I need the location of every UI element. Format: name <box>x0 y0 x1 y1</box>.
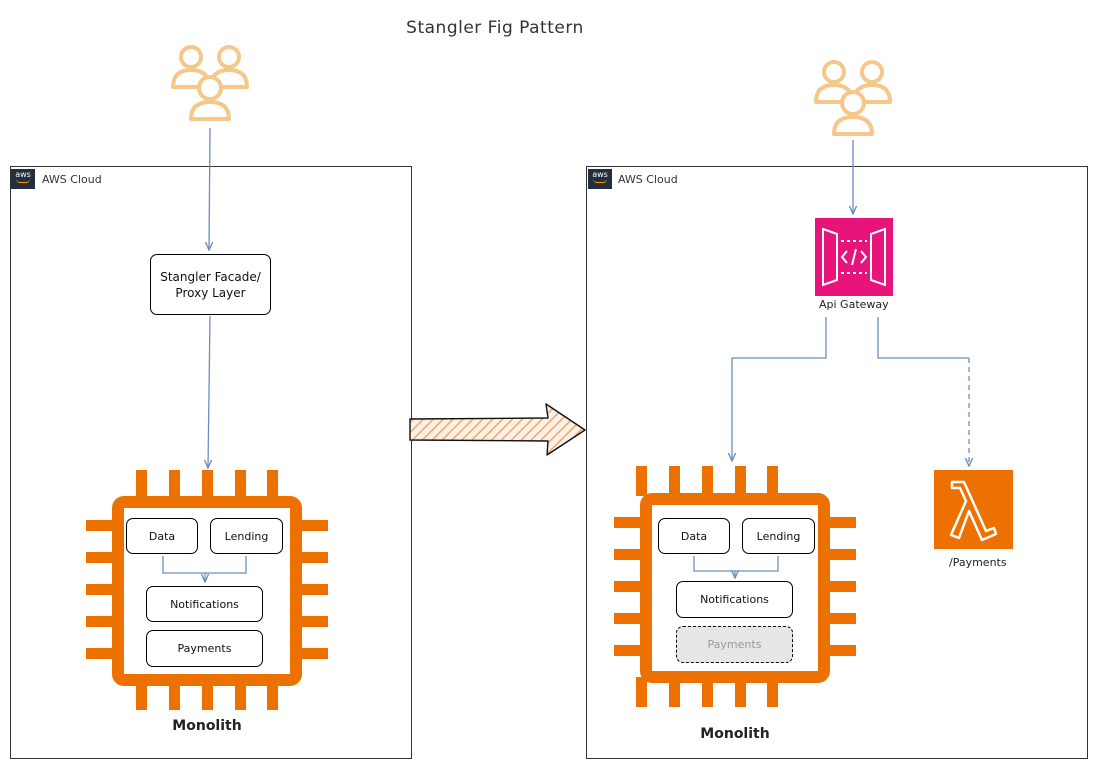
notifications-module-right: Notifications <box>676 581 793 618</box>
api-gateway-label: Api Gateway <box>819 298 889 311</box>
lending-module-right: Lending <box>742 518 815 554</box>
aws-logo-icon: aws <box>11 169 35 189</box>
diagram-title: Stangler Fig Pattern <box>406 18 584 38</box>
aws-logo-icon: aws <box>588 169 612 189</box>
strangler-facade-box: Stangler Facade/ Proxy Layer <box>150 254 271 315</box>
monolith-label-left: Monolith <box>172 718 242 734</box>
aws-logo-text: aws <box>15 170 31 179</box>
payments-module-right-deprecated: Payments <box>676 626 793 663</box>
aws-cloud-label-left: AWS Cloud <box>42 173 102 186</box>
aws-logo-text: aws <box>592 170 608 179</box>
lending-module-left: Lending <box>210 518 283 554</box>
monolith-label-right: Monolith <box>700 726 770 742</box>
payments-module-left: Payments <box>146 630 263 667</box>
notifications-module-left: Notifications <box>146 586 263 622</box>
data-module-right: Data <box>658 518 730 554</box>
migration-arrow <box>409 403 586 456</box>
data-module-left: Data <box>126 518 198 554</box>
aws-cloud-label-right: AWS Cloud <box>618 173 678 186</box>
aws-cloud-right <box>586 166 1088 759</box>
lambda-label: /Payments <box>949 556 1007 569</box>
